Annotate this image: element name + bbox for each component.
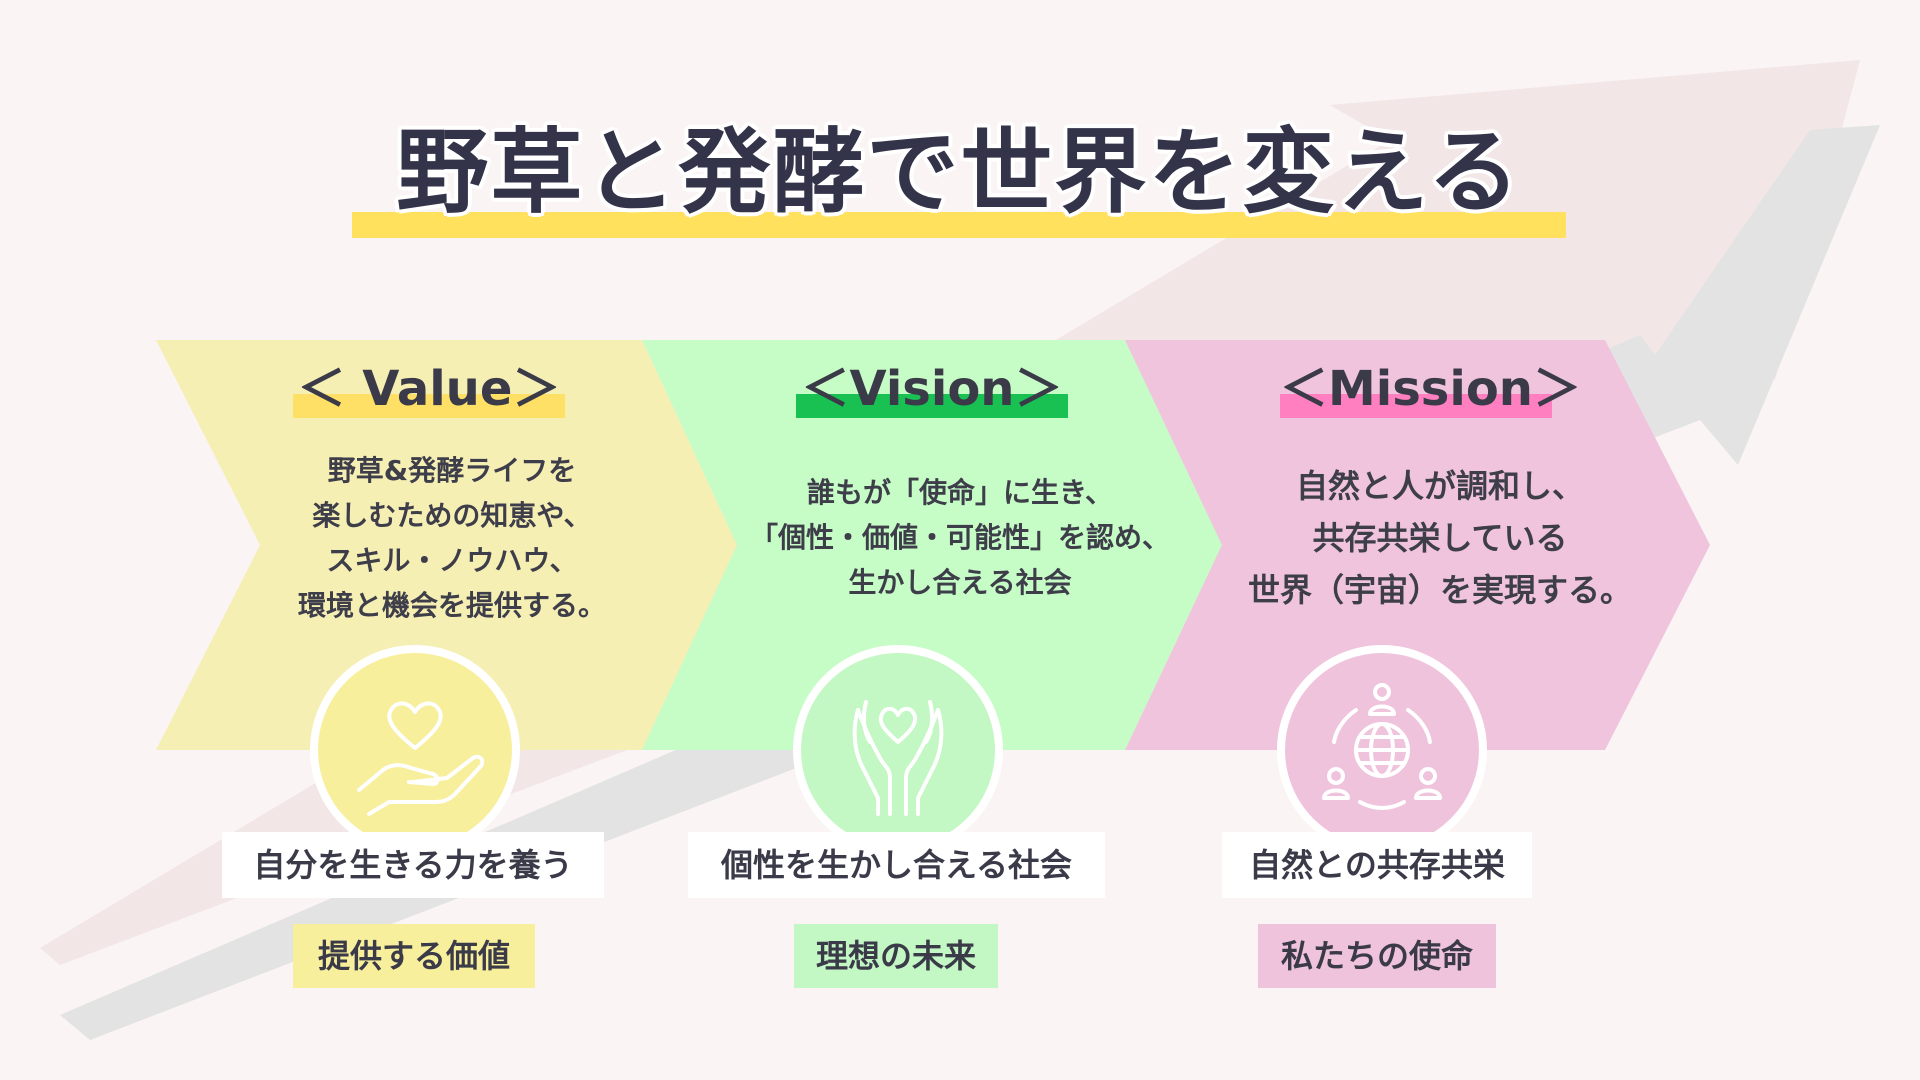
title-highlight — [352, 212, 1566, 238]
value-tag: 提供する価値 — [293, 924, 535, 988]
value-description: 野草&発酵ライフを 楽しむための知恵や、 スキル・ノウハウ、 環境と機会を提供す… — [297, 454, 606, 622]
value-pill: 自分を生きる力を養う — [222, 832, 604, 898]
vision-heading: ＜Vision＞ — [796, 362, 1068, 418]
mission-description: 自然と人が調和し、 共存共栄している 世界（宇宙）を実現する。 — [1247, 467, 1632, 609]
growth-arrow-front — [60, 125, 1880, 1040]
page-title: 野草と発酵で世界を変える — [396, 119, 1522, 226]
globe-people-icon — [1322, 683, 1442, 810]
mission-heading: ＜Mission＞ — [1280, 361, 1581, 418]
mission-icon-circle — [1277, 645, 1487, 855]
value-icon-circle — [310, 645, 520, 855]
mission-tag: 私たちの使命 — [1258, 924, 1496, 988]
hands-heart-icon — [852, 700, 944, 816]
vision-chevron — [642, 340, 1222, 750]
hand-heart-icon — [357, 701, 485, 816]
vision-description: 誰もが「使命」に生き、 「個性・価値・可能性」を認め、 生かし合える社会 — [749, 476, 1170, 599]
vision-pill: 個性を生かし合える社会 — [688, 832, 1105, 898]
vision-tag: 理想の未来 — [794, 924, 998, 988]
vision-heading-text: ＜Vision＞ — [801, 361, 1063, 417]
value-heading: ＜ Value＞ — [293, 362, 565, 418]
mission-pill: 自然との共存共栄 — [1222, 832, 1532, 898]
title-block: 野草と発酵で世界を変える — [352, 110, 1566, 240]
value-chevron — [156, 340, 737, 750]
mission-heading-text: ＜Mission＞ — [1280, 361, 1581, 417]
vision-icon-circle — [793, 645, 1003, 855]
mission-chevron — [1125, 340, 1710, 750]
value-heading-text: ＜ Value＞ — [297, 361, 561, 417]
